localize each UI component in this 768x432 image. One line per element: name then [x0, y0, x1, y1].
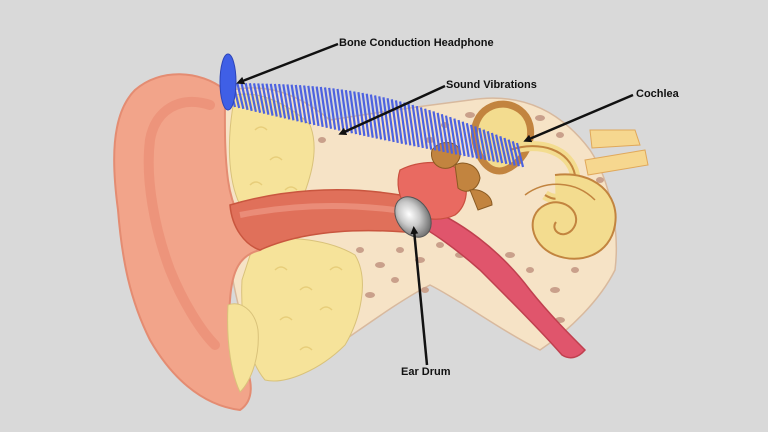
vibration-stroke: [257, 83, 266, 114]
sound-vibrations: [227, 82, 525, 168]
vibration-stroke: [294, 84, 303, 123]
vibration-stroke: [265, 83, 274, 116]
vibration-stroke: [340, 89, 349, 133]
label-bone-conduction-headphone: Bone Conduction Headphone: [339, 37, 494, 49]
vibration-stroke: [428, 109, 437, 151]
vibration-stroke: [365, 93, 374, 138]
ear-lobe-cartilage: [227, 303, 259, 393]
vibration-stroke: [319, 86, 328, 128]
label-ear-drum: Ear Drum: [401, 366, 451, 378]
vibration-stroke: [323, 87, 333, 129]
vibration-stroke: [411, 104, 420, 148]
vibration-stroke: [436, 112, 445, 153]
vibration-stroke: [511, 141, 520, 167]
pointer-arrows: [236, 42, 634, 366]
vibration-stroke: [482, 129, 491, 161]
vibration-stroke: [286, 84, 295, 121]
vibration-stroke: [499, 136, 508, 165]
vibration-stroke: [415, 105, 424, 149]
vibration-stroke: [252, 83, 262, 113]
label-cochlea: Cochlea: [636, 88, 679, 100]
vibration-stroke: [457, 119, 466, 157]
vibration-stroke: [382, 97, 391, 142]
vibration-stroke: [461, 121, 470, 157]
vibration-stroke: [328, 87, 337, 130]
vibration-stroke: [357, 92, 366, 137]
vibration-stroke: [470, 124, 479, 159]
arrow-headphone: [236, 42, 339, 85]
cartilage-lower: [241, 237, 363, 382]
vibration-stroke: [282, 84, 291, 120]
vibration-stroke: [478, 127, 487, 161]
vibration-stroke: [261, 83, 270, 115]
vibration-stroke: [449, 116, 458, 155]
vibration-stroke: [386, 98, 395, 143]
vibration-stroke: [290, 84, 299, 122]
vibration-stroke: [240, 82, 249, 111]
vibration-stroke: [336, 88, 345, 132]
vibration-stroke: [248, 83, 257, 113]
vibration-stroke: [432, 111, 441, 152]
vibration-stroke: [474, 126, 483, 160]
vibration-stroke: [407, 103, 416, 147]
vibration-stroke: [486, 131, 495, 162]
vibration-stroke: [465, 123, 474, 158]
arrow-ear-drum: [410, 226, 429, 366]
vibration-stroke: [269, 83, 278, 117]
vibration-stroke: [378, 96, 387, 141]
vibration-stroke: [507, 139, 516, 166]
vibration-stroke: [273, 83, 282, 118]
arrow-cochlea: [523, 93, 634, 143]
label-sound-vibrations: Sound Vibrations: [446, 79, 537, 91]
vibration-stroke: [440, 114, 449, 153]
cochlea-spiral: [531, 173, 617, 260]
ear-drum: [394, 196, 432, 238]
vibration-stroke: [515, 142, 525, 168]
vibration-stroke: [419, 107, 429, 149]
vibration-stroke: [453, 118, 462, 156]
vibration-stroke: [390, 99, 399, 144]
vibration-stroke: [303, 85, 312, 125]
vibration-stroke: [490, 132, 500, 163]
vibration-stroke: [298, 85, 308, 124]
bone-conduction-headphone: [219, 53, 237, 111]
ossicles: [431, 142, 493, 211]
vibration-stroke: [495, 134, 504, 164]
vibration-stroke: [278, 83, 287, 119]
vibration-stroke: [503, 137, 512, 165]
outer-ear-fold: [143, 96, 220, 350]
arrow-vibrations: [338, 84, 446, 135]
inner-ear: [471, 100, 649, 260]
vibration-stroke: [369, 94, 379, 139]
vibration-stroke: [344, 89, 353, 134]
eustachian-tube: [417, 203, 587, 359]
vibration-stroke: [399, 101, 408, 145]
vibration-stroke: [353, 91, 362, 136]
vibration-stroke: [244, 82, 253, 112]
vibration-stroke: [307, 85, 316, 126]
vibration-stroke: [444, 115, 454, 154]
vibration-stroke: [361, 92, 370, 137]
vibration-stroke: [332, 88, 341, 131]
vibration-stroke: [424, 108, 433, 150]
cartilage-texture: [249, 126, 343, 351]
vibration-stroke: [311, 86, 320, 127]
vibration-stroke: [315, 86, 324, 128]
vibration-stroke: [236, 82, 245, 110]
ear-canal-highlight: [239, 202, 396, 218]
vibration-stroke: [403, 102, 412, 146]
